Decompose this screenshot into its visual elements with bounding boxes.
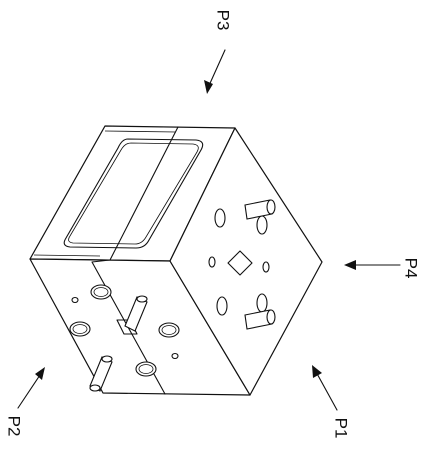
port-label-p3: P3 bbox=[214, 10, 233, 31]
small-hole bbox=[262, 261, 270, 273]
small-hole bbox=[208, 256, 216, 268]
left-step-line bbox=[33, 254, 101, 257]
port-hole bbox=[256, 215, 268, 235]
port-hole bbox=[256, 293, 268, 313]
top-step-line bbox=[104, 130, 177, 133]
right-face bbox=[169, 127, 323, 396]
diamond-marker bbox=[116, 319, 138, 335]
arrow-head bbox=[204, 80, 213, 94]
port-hole bbox=[216, 296, 228, 316]
port-label-p1: P1 bbox=[332, 418, 351, 439]
manifold-block bbox=[29, 125, 323, 396]
right-face-features bbox=[208, 199, 276, 330]
port-hole bbox=[214, 208, 226, 228]
arrow-head bbox=[344, 260, 356, 270]
small-hole bbox=[71, 296, 79, 304]
dowel-pin bbox=[244, 309, 276, 330]
port-p3: P3 bbox=[204, 10, 233, 94]
left-face-features bbox=[69, 284, 180, 392]
port-label-p2: P2 bbox=[5, 416, 24, 437]
arrow-head bbox=[35, 367, 45, 380]
diamond-marker bbox=[227, 250, 253, 276]
port-label-p4: P4 bbox=[402, 258, 421, 279]
cover-plate-inner bbox=[68, 142, 199, 245]
cover-plate bbox=[63, 138, 204, 249]
arrow-head bbox=[312, 365, 322, 378]
small-hole bbox=[171, 352, 179, 360]
dowel-pin bbox=[124, 295, 148, 332]
dowel-pin bbox=[89, 355, 113, 392]
port-p2: P2 bbox=[5, 367, 45, 436]
dowel-pin bbox=[244, 199, 276, 220]
port-p4: P4 bbox=[344, 258, 421, 279]
port-p1: P1 bbox=[312, 365, 351, 438]
